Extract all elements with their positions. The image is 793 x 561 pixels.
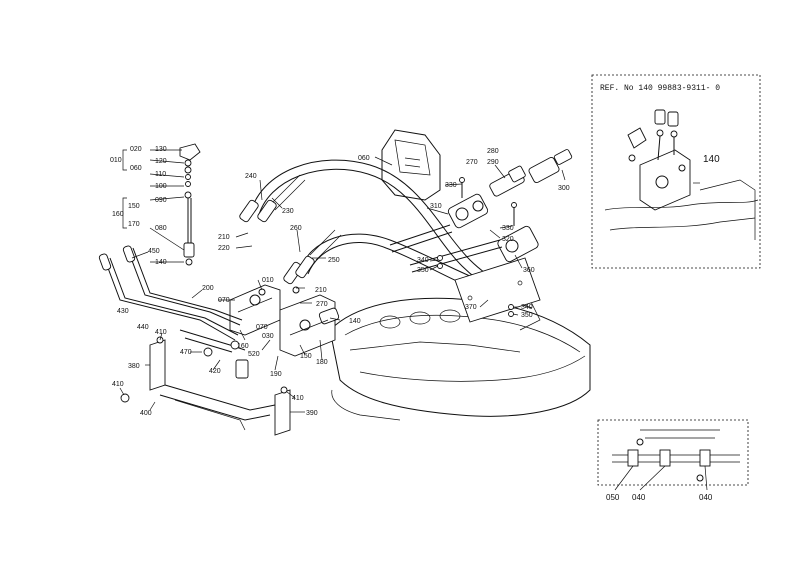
part-labels: 010 020 060 130 120 110 100 090 150 160 … xyxy=(110,146,570,417)
label-250: 250 xyxy=(328,257,340,264)
label-420: 420 xyxy=(209,368,221,375)
label-400: 400 xyxy=(140,410,152,417)
label-370: 370 xyxy=(465,304,477,311)
upper-housing xyxy=(381,129,441,201)
label-180b: 180 xyxy=(316,359,328,366)
label-350a: 350 xyxy=(417,267,429,274)
label-150: 150 xyxy=(128,203,140,210)
label-170: 170 xyxy=(128,221,140,228)
label-360: 360 xyxy=(523,267,535,274)
label-470: 470 xyxy=(180,349,192,356)
label-410c: 410 xyxy=(292,395,304,402)
inset-ref-text: REF. No 140 99883-9311- 0 xyxy=(600,84,720,93)
hose-fitting-260 xyxy=(283,255,315,285)
coupler-assembly xyxy=(389,149,573,323)
label-100: 100 xyxy=(155,183,167,190)
label-060b: 060 xyxy=(358,155,370,162)
label-350b: 350 xyxy=(521,312,533,319)
label-010b: 010 xyxy=(262,277,274,284)
label-340b: 340 xyxy=(521,304,533,311)
label-330b: 330 xyxy=(502,225,514,232)
label-210b: 210 xyxy=(315,287,327,294)
detail-label-040b: 040 xyxy=(699,493,713,502)
label-270b: 270 xyxy=(466,159,478,166)
label-090: 090 xyxy=(155,197,167,204)
label-330a: 330 xyxy=(445,182,457,189)
label-160b: 160 xyxy=(237,343,249,350)
hose-fitting-240 xyxy=(239,199,277,223)
label-140b: 140 xyxy=(349,318,361,325)
label-130: 130 xyxy=(155,146,167,153)
label-140: 140 xyxy=(155,259,167,266)
label-120: 120 xyxy=(155,158,167,165)
label-520: 520 xyxy=(248,351,260,358)
control-levers xyxy=(98,245,249,379)
label-020: 020 xyxy=(130,146,142,153)
detail-label-040a: 040 xyxy=(632,493,646,502)
label-410a: 410 xyxy=(155,329,167,336)
label-210: 210 xyxy=(218,234,230,241)
label-080: 080 xyxy=(155,225,167,232)
label-150b: 150 xyxy=(300,353,312,360)
detail-inset: 050 040 040 xyxy=(597,419,749,502)
engine-block xyxy=(329,294,591,421)
label-240: 240 xyxy=(245,173,257,180)
label-440: 440 xyxy=(137,324,149,331)
support-brackets xyxy=(120,336,291,436)
label-070b: 070 xyxy=(256,324,268,331)
label-060: 060 xyxy=(130,165,142,172)
label-430: 430 xyxy=(117,308,129,315)
detail-label-050: 050 xyxy=(606,493,620,502)
label-220: 220 xyxy=(218,245,230,252)
label-230: 230 xyxy=(282,208,294,215)
label-290: 290 xyxy=(487,159,499,166)
label-270: 270 xyxy=(316,301,328,308)
label-390: 390 xyxy=(306,410,318,417)
leader-lines xyxy=(119,156,566,413)
label-160: 160 xyxy=(112,211,124,218)
control-valve xyxy=(229,284,340,357)
label-310: 310 xyxy=(430,203,442,210)
label-030: 030 xyxy=(262,333,274,340)
label-070a: 070 xyxy=(218,297,230,304)
inset-part-140: 140 xyxy=(703,154,720,165)
label-410b: 410 xyxy=(112,381,124,388)
label-110: 110 xyxy=(155,171,166,178)
label-450: 450 xyxy=(148,248,160,255)
reference-inset: REF. No 140 99883-9311- 0 140 xyxy=(591,74,761,269)
cable-assembly xyxy=(122,143,201,266)
label-380: 380 xyxy=(128,363,140,370)
label-190: 190 xyxy=(270,371,282,378)
label-300: 300 xyxy=(558,185,570,192)
label-340a: 340 xyxy=(417,257,429,264)
label-280: 280 xyxy=(487,148,499,155)
label-200: 200 xyxy=(202,285,214,292)
label-320: 320 xyxy=(502,236,514,243)
label-010: 010 xyxy=(110,157,122,164)
label-260: 260 xyxy=(290,225,302,232)
